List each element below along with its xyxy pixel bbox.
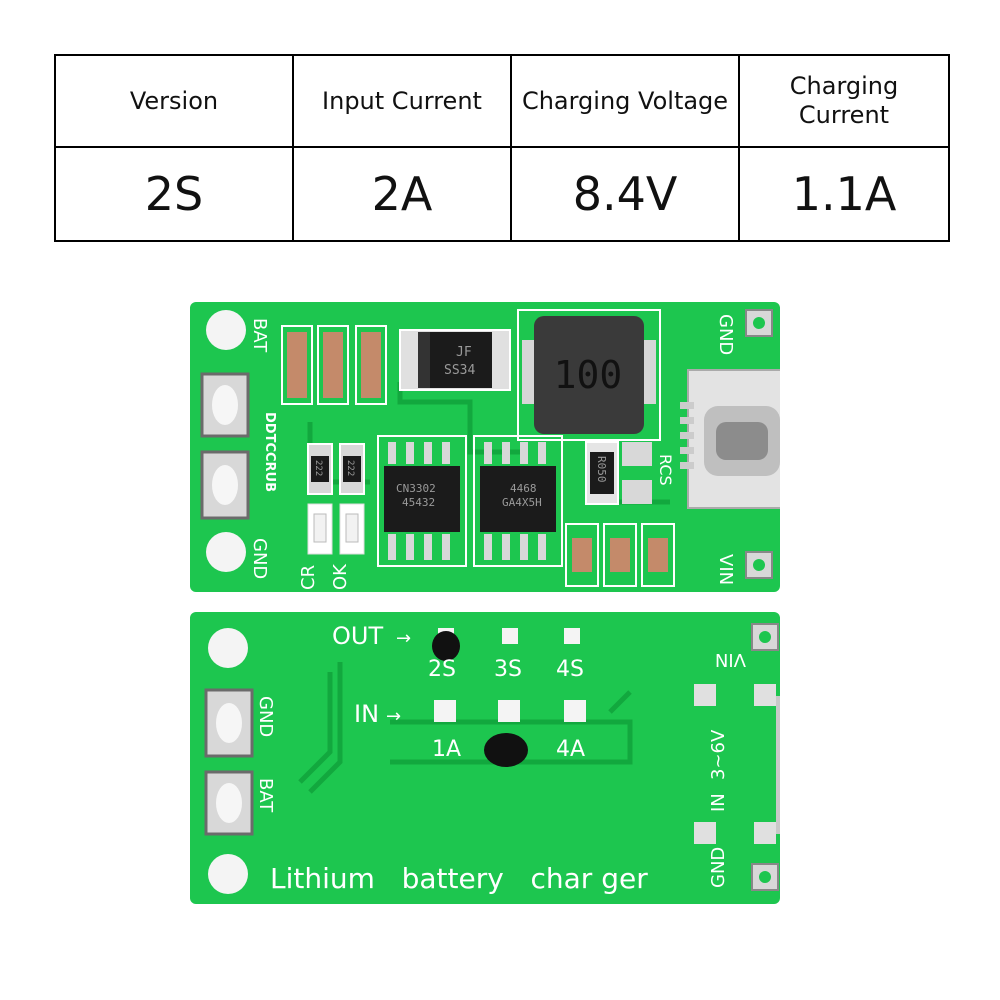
- pcb-bottom: [190, 612, 780, 904]
- usb-c-edge: [776, 696, 780, 834]
- option-3s: 3S: [494, 657, 522, 682]
- ic2-mark-1: 4468: [510, 482, 537, 495]
- option-1a: 1A: [432, 737, 461, 762]
- label-out: OUT: [332, 622, 383, 650]
- board-top-photo: BAT DDTCCRUB GND JF SS34 100: [190, 302, 780, 592]
- test-pad: [754, 822, 776, 844]
- spec-value-row: 2S 2A 8.4V 1.1A: [54, 146, 950, 242]
- status-leds: [307, 503, 365, 555]
- mount-hole: [208, 628, 248, 668]
- board-top-svg: BAT DDTCCRUB GND JF SS34 100: [190, 302, 780, 592]
- usb-c-connector: [680, 369, 780, 509]
- header-charging-voltage: Charging Voltage: [510, 54, 740, 148]
- label-in: IN: [354, 700, 379, 728]
- spec-header-row: Version Input Current Charging Voltage C…: [54, 54, 950, 148]
- option-4s: 4S: [556, 657, 584, 682]
- ic2-mark-2: GA4X5H: [502, 496, 542, 509]
- ic-cn3302: CN3302 45432: [377, 435, 467, 567]
- label-bat: BAT: [249, 318, 270, 353]
- header-input-current: Input Current: [292, 54, 512, 148]
- diode-mark-2: SS34: [444, 363, 475, 378]
- jumper-pad-1a: [434, 700, 456, 722]
- label-gnd-left: GND: [249, 538, 270, 579]
- label-rcs: RCS: [656, 454, 675, 486]
- diode-ss34: JF SS34: [399, 329, 511, 391]
- header-version: Version: [54, 54, 294, 148]
- model-code: DDTCCRUB: [262, 412, 277, 492]
- solder-blob-2s: [432, 631, 460, 661]
- small-resistors: 222 222: [307, 443, 365, 495]
- value-version: 2S: [54, 146, 294, 242]
- label-gnd-bottom-right: GND: [708, 847, 729, 888]
- jumper-pad-mid: [498, 700, 520, 722]
- arrow-out-icon: →: [396, 628, 411, 649]
- ic1-mark-1: CN3302: [396, 482, 436, 495]
- value-charging-current: 1.1A: [738, 146, 950, 242]
- mount-hole: [206, 310, 246, 350]
- option-4a: 4A: [556, 737, 585, 762]
- resistor-mark: R050: [595, 456, 608, 483]
- label-vin: VIN: [715, 554, 736, 585]
- label-cr: CR: [298, 565, 319, 590]
- arrow-in-icon: →: [386, 706, 401, 727]
- capacitor-group: [281, 325, 387, 405]
- inductor-mark: 100: [554, 353, 623, 397]
- board-bottom-svg: GND BAT OUT → 2S 3S 4S IN → 1A 4A VIN 3~…: [190, 612, 780, 904]
- resistor-mark-right: 222: [345, 460, 355, 476]
- mount-hole: [208, 854, 248, 894]
- header-charging-current: Charging Current: [738, 54, 950, 148]
- gnd-pad: [200, 450, 250, 520]
- test-pad: [754, 684, 776, 706]
- label-input-range: 3~6V: [708, 729, 729, 780]
- test-pad: [694, 684, 716, 706]
- gnd-via-pad: [745, 309, 773, 337]
- ic1-mark-2: 45432: [402, 496, 435, 509]
- jumper-pad-3s: [502, 628, 518, 644]
- label-bat-bottom: BAT: [255, 778, 276, 813]
- board-bottom-photo: GND BAT OUT → 2S 3S 4S IN → 1A 4A VIN 3~…: [190, 612, 780, 904]
- label-gnd-bottom: GND: [255, 696, 276, 737]
- output-capacitors: [565, 523, 675, 587]
- mount-hole: [206, 532, 246, 572]
- spec-table: Version Input Current Charging Voltage C…: [54, 54, 950, 242]
- inductor-100: 100: [517, 309, 661, 441]
- test-pad: [694, 822, 716, 844]
- ic-4468: 4468 GA4X5H: [473, 435, 563, 567]
- jumper-pad-4s: [564, 628, 580, 644]
- solder-blob-in: [484, 733, 528, 767]
- resistor-r050: R050 RCS: [585, 441, 675, 505]
- board-caption: Lithium battery char ger: [270, 862, 648, 895]
- label-ok: OK: [330, 563, 351, 590]
- label-gnd-right: GND: [715, 314, 736, 355]
- diode-mark-1: JF: [456, 345, 472, 360]
- value-charging-voltage: 8.4V: [510, 146, 740, 242]
- resistor-mark-left: 222: [313, 460, 323, 476]
- value-input-current: 2A: [292, 146, 512, 242]
- option-2s: 2S: [428, 657, 456, 682]
- jumper-pad-4a: [564, 700, 586, 722]
- label-vin-bottom: VIN: [715, 649, 746, 670]
- label-in-bottom: IN: [708, 793, 729, 812]
